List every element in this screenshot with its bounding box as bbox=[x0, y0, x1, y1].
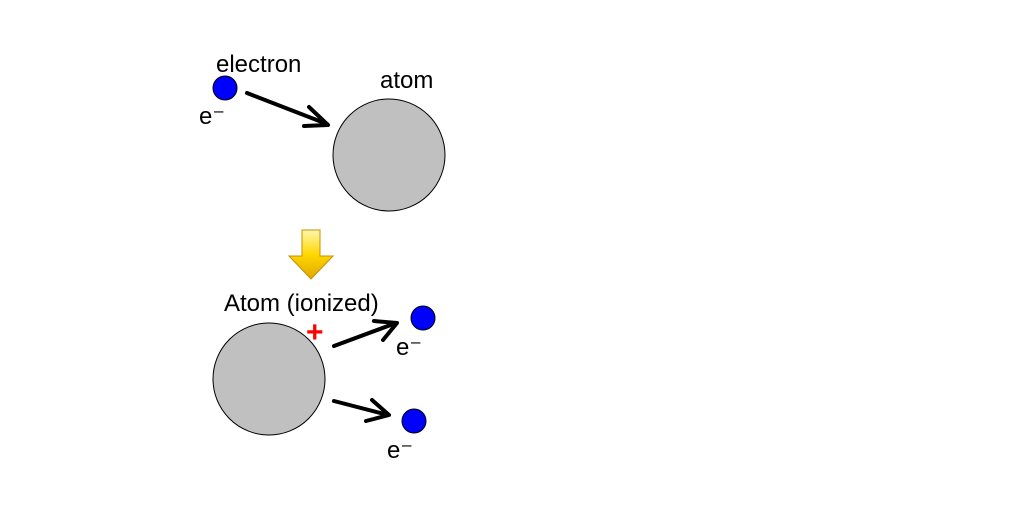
ejected-electron-upper bbox=[410, 305, 436, 331]
neutral-atom bbox=[332, 98, 446, 212]
incident-electron bbox=[212, 75, 238, 101]
ionized-atom bbox=[212, 322, 326, 436]
ionized-atom-label: Atom (ionized) bbox=[224, 290, 379, 317]
ejected-electron-upper-symbol: e⁻ bbox=[396, 334, 422, 361]
ejected-electron-arrow-upper bbox=[332, 319, 399, 348]
scattered-electron-arrow-lower bbox=[332, 398, 391, 423]
incident-electron-symbol: e⁻ bbox=[199, 103, 225, 130]
incident-arrow bbox=[245, 91, 330, 128]
electron-label: electron bbox=[216, 51, 301, 78]
transition-arrow-icon bbox=[287, 229, 335, 280]
scattered-electron-lower-symbol: e⁻ bbox=[387, 437, 413, 464]
atom-label: atom bbox=[380, 67, 433, 94]
scattered-electron-lower bbox=[401, 408, 427, 434]
